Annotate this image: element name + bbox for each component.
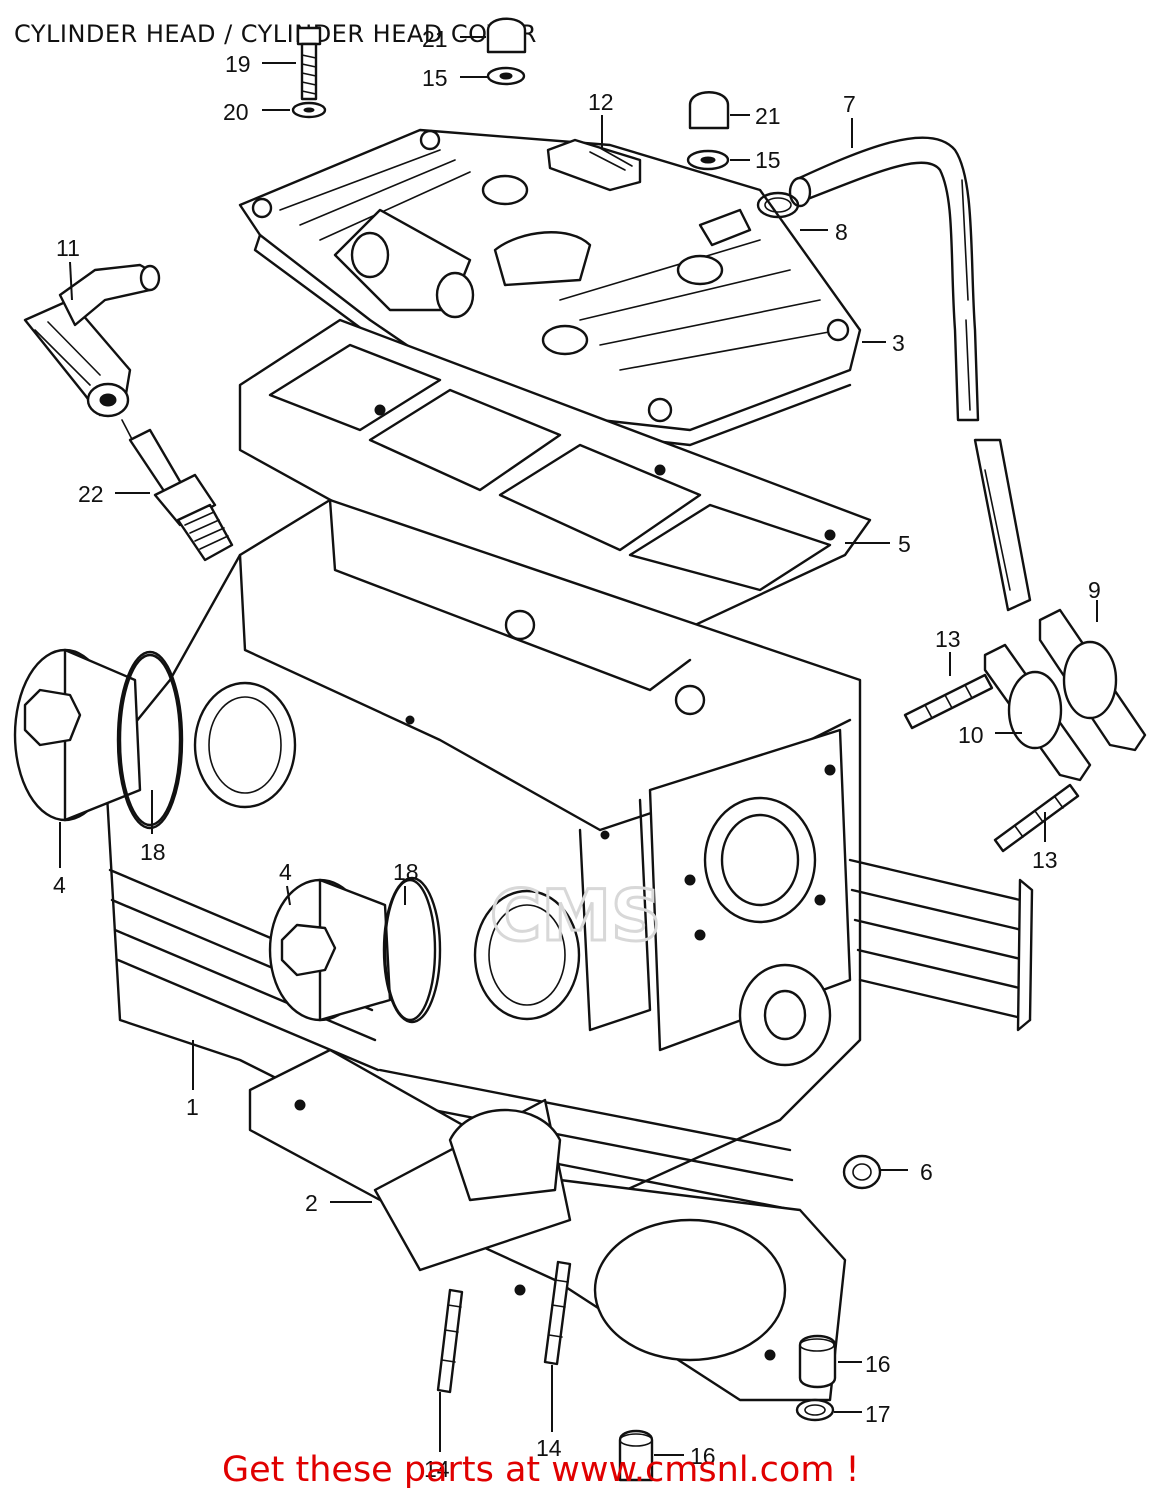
page-title: CYLINDER HEAD / CYLINDER HEAD COVER xyxy=(14,20,537,48)
callout-2: 2 xyxy=(305,1190,318,1216)
callout-12: 12 xyxy=(588,89,614,115)
spark-plug[interactable] xyxy=(121,419,234,562)
insulator-gasket[interactable] xyxy=(983,643,1092,782)
callout-22: 22 xyxy=(78,481,104,507)
plug-cap[interactable] xyxy=(842,1154,882,1190)
callout-4-left: 4 xyxy=(53,872,66,898)
breather-tube[interactable] xyxy=(788,136,1032,612)
callout-14-left: 14 xyxy=(424,1456,450,1482)
callout-6: 6 xyxy=(920,1159,933,1185)
callout-13-lower: 13 xyxy=(1032,847,1058,873)
leader-lines xyxy=(59,36,1098,1456)
callout-15-upper: 15 xyxy=(422,65,448,91)
callout-9: 9 xyxy=(1088,577,1101,603)
o-ring-dowel[interactable] xyxy=(795,1398,835,1422)
stud-lower[interactable] xyxy=(993,783,1080,853)
cylinder-head[interactable] xyxy=(103,498,1034,1222)
callout-labels: 19 20 21 15 12 21 15 7 8 11 3 22 5 9 13 … xyxy=(53,26,1101,1482)
callout-4-center: 4 xyxy=(279,859,292,885)
dowel-pin-bottom[interactable] xyxy=(618,1429,654,1482)
breather-plate[interactable] xyxy=(546,138,642,192)
callout-18-center: 18 xyxy=(393,859,419,885)
cap-nut-upper[interactable] xyxy=(486,17,527,86)
stud-upper[interactable] xyxy=(903,673,994,730)
callout-16-bottom: 16 xyxy=(690,1443,716,1469)
callout-15-right: 15 xyxy=(755,147,781,173)
callout-13-upper: 13 xyxy=(935,626,961,652)
o-ring-center[interactable] xyxy=(382,876,442,1024)
head-gasket[interactable] xyxy=(248,1048,847,1402)
cover-bolt[interactable] xyxy=(291,26,327,119)
spark-plug-cap[interactable] xyxy=(23,263,161,418)
callout-17: 17 xyxy=(865,1401,891,1427)
callout-5: 5 xyxy=(898,531,911,557)
callout-11: 11 xyxy=(56,235,80,261)
watermark-text: CMS xyxy=(490,875,661,957)
stud-bottom-right[interactable] xyxy=(543,1260,572,1366)
callout-20: 20 xyxy=(223,99,249,125)
callout-21-right: 21 xyxy=(755,103,781,129)
callout-19: 19 xyxy=(225,51,251,77)
tappet-cap-left[interactable] xyxy=(13,648,182,827)
dowel-pin-right[interactable] xyxy=(798,1334,837,1389)
hose-clip[interactable] xyxy=(756,191,800,219)
callout-3: 3 xyxy=(892,330,905,356)
footer-link[interactable]: Get these parts at www.cmsnl.com ! xyxy=(222,1450,860,1490)
o-ring-left[interactable] xyxy=(116,650,184,830)
stud-bottom-left[interactable] xyxy=(436,1288,464,1394)
cover-gasket[interactable] xyxy=(238,318,872,662)
insulator[interactable] xyxy=(1038,608,1147,752)
cylinder-head-cover[interactable] xyxy=(238,128,862,447)
callout-10: 10 xyxy=(958,722,984,748)
cap-nut-right[interactable] xyxy=(686,91,730,171)
callout-14-right: 14 xyxy=(536,1435,562,1461)
callout-7: 7 xyxy=(843,91,856,117)
callout-1: 1 xyxy=(186,1094,199,1120)
callout-16-right: 16 xyxy=(865,1351,891,1377)
callout-18-left: 18 xyxy=(140,839,166,865)
callout-21-upper: 21 xyxy=(422,26,448,52)
callout-8: 8 xyxy=(835,219,848,245)
tappet-cap-center[interactable] xyxy=(268,878,437,1022)
